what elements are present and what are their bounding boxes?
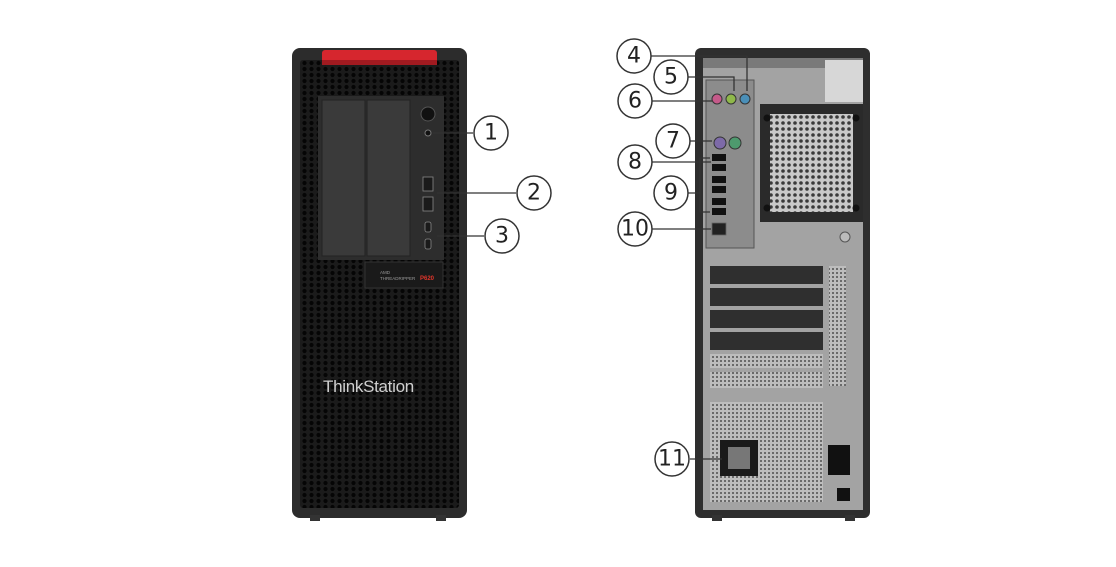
mic-jack — [711, 93, 723, 105]
front-usb-c-port — [424, 221, 432, 233]
rear-usb-port — [712, 164, 726, 171]
front-usb-c-port — [424, 238, 432, 250]
svg-text:9: 9 — [664, 181, 678, 206]
rear-view — [695, 48, 870, 521]
svg-text:7: 7 — [666, 129, 680, 154]
callout-6: 6 — [617, 83, 653, 119]
svg-text:1: 1 — [484, 121, 498, 146]
svg-text:11: 11 — [658, 447, 686, 472]
svg-text:2: 2 — [527, 181, 541, 206]
svg-text:3: 3 — [495, 224, 509, 249]
callout-7: 7 — [655, 123, 691, 159]
front-usb-a-port — [422, 176, 434, 192]
headset-jack — [424, 129, 432, 137]
power-button — [420, 106, 436, 122]
svg-text:4: 4 — [627, 44, 641, 69]
rear-usb-port — [712, 208, 726, 215]
rear-switch — [828, 445, 850, 475]
rear-top-bracket — [825, 60, 863, 102]
svg-text:5: 5 — [664, 65, 678, 90]
ps2-mouse-port — [713, 136, 727, 150]
rear-fan-grille — [770, 114, 853, 212]
side-vent — [829, 266, 846, 386]
rear-usb-port — [712, 154, 726, 161]
callout-5: 5 — [653, 59, 689, 95]
callout-1: 1 — [473, 115, 509, 151]
callout-4: 4 — [616, 38, 652, 74]
callout-11: 11 — [654, 441, 690, 477]
line-out-jack — [725, 93, 737, 105]
drive-bay-right — [366, 99, 411, 257]
model-label: P620 — [420, 276, 435, 282]
front-foot — [310, 515, 320, 521]
rear-foot — [845, 515, 855, 521]
callout-9: 9 — [653, 175, 689, 211]
rear-leaders — [650, 55, 748, 460]
ps2-keyboard-port — [728, 136, 742, 150]
callout-8: 8 — [617, 144, 653, 180]
front-usb-a-port — [422, 196, 434, 212]
lock-slot — [837, 488, 850, 501]
callout-10: 10 — [617, 211, 653, 247]
thumb-screw — [839, 231, 851, 243]
callout-2: 2 — [516, 175, 552, 211]
svg-text:8: 8 — [628, 150, 642, 175]
drive-bay-left — [321, 99, 366, 257]
rear-foot — [712, 515, 722, 521]
brand-label: ThinkStation — [323, 377, 414, 396]
front-leaders — [433, 132, 516, 237]
rear-usb-port — [712, 186, 726, 193]
front-view: AMD THREADRIPPER P620 ThinkStation — [292, 48, 467, 521]
front-foot — [436, 515, 446, 521]
badge-line1: AMD — [380, 270, 391, 275]
svg-text:10: 10 — [621, 217, 649, 242]
processor-badge — [364, 261, 444, 289]
callout-3: 3 — [484, 218, 520, 254]
ethernet-port — [711, 222, 727, 236]
line-in-jack — [739, 93, 751, 105]
badge-line2: THREADRIPPER — [380, 276, 416, 281]
rear-usb-port — [712, 176, 726, 183]
rear-usb-port — [712, 198, 726, 205]
expansion-slots — [710, 266, 823, 388]
svg-text:6: 6 — [628, 89, 642, 114]
